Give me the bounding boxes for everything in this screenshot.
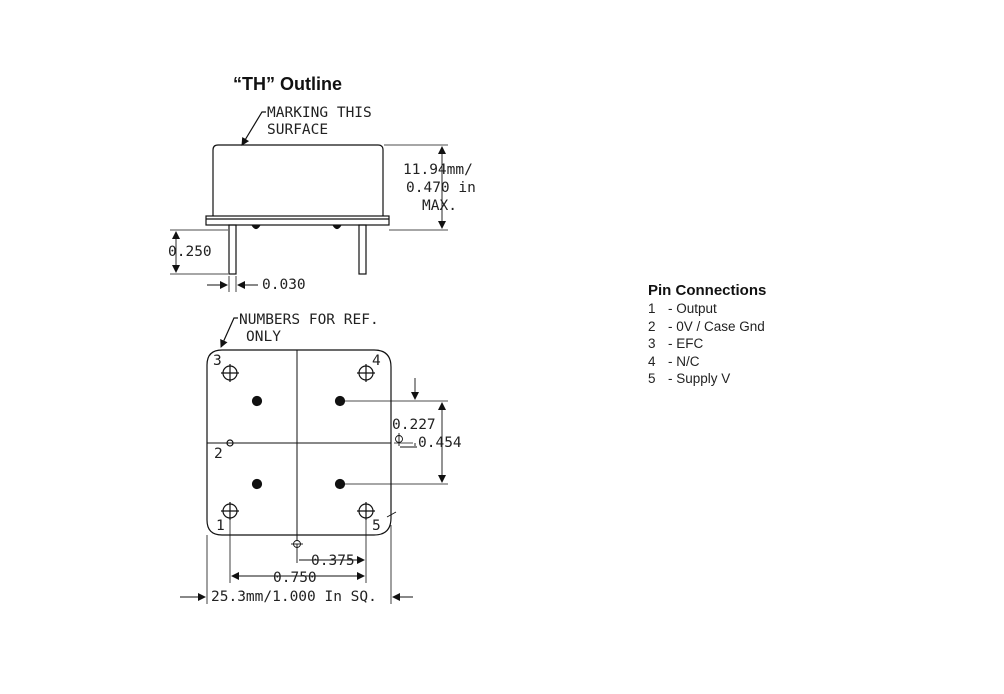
pin-number: 4: [648, 353, 656, 369]
pin-label-1: 1: [216, 518, 225, 534]
pin-connections-heading: Pin Connections: [648, 282, 767, 299]
dim-0375-label: 0.375: [311, 553, 355, 569]
pin-label-4: 4: [372, 353, 381, 369]
dim-0750-label: 0.750: [273, 570, 317, 586]
dim-overall-label: 25.3mm/1.000 In SQ.: [211, 589, 377, 605]
outline-title: “TH” Outline: [233, 74, 342, 94]
pin-description: - 0V / Case Gnd: [668, 318, 765, 334]
pin-1-mark: [221, 502, 239, 520]
note-leader: [220, 317, 238, 348]
lead-right: [358, 224, 367, 275]
pin-description: - EFC: [668, 336, 704, 351]
side-view: [170, 111, 448, 292]
pin-5-mark: [357, 502, 375, 520]
pin-description: - Supply V: [668, 371, 731, 386]
pin-number: 5: [648, 371, 656, 386]
note-label-2: ONLY: [246, 329, 281, 345]
pin-description: - Output: [668, 301, 717, 316]
marking-label-2: SURFACE: [267, 122, 328, 138]
pin-number: 3: [648, 336, 656, 351]
lead-dia-label: 0.030: [262, 277, 306, 293]
pin-2-mark: [226, 439, 234, 447]
pin-number: 2: [648, 318, 656, 334]
pin-row: 5 - Supply V: [648, 370, 766, 388]
pin-row: 1 - Output: [648, 300, 766, 318]
pin-description: - N/C: [668, 353, 700, 369]
pin-connections: Pin Connections 1 - Output 2 - 0V / Case G…: [648, 282, 766, 388]
pin-4-mark: [357, 364, 375, 382]
pin-label-5: 5: [372, 518, 381, 534]
oscillator-can: [212, 144, 384, 216]
lead-length-label: 0.250: [168, 244, 212, 260]
dim-0454-label: 0.454: [418, 435, 462, 451]
pin-number: 1: [648, 301, 656, 316]
height-label-2: 0.470 in: [406, 180, 476, 196]
pin-label-2: 2: [214, 446, 223, 462]
dim-0227-label: 0.227: [392, 417, 436, 433]
pin-row: 2 - 0V / Case Gnd: [648, 318, 766, 336]
base-flange: [205, 215, 390, 226]
pin-row: 4 - N/C: [648, 353, 766, 371]
top-view: [180, 317, 448, 604]
note-label-1: NUMBERS FOR REF.: [239, 312, 379, 328]
lead-left: [228, 224, 237, 275]
height-label-3: MAX.: [422, 198, 457, 214]
package-outline: [206, 349, 392, 536]
height-label-1: 11.94mm/: [403, 162, 473, 178]
pin-label-3: 3: [213, 353, 222, 369]
marking-label-1: MARKING THIS: [267, 105, 372, 121]
marking-leader: [241, 111, 266, 146]
pin-3-mark: [221, 364, 239, 382]
pin-row: 3 - EFC: [648, 335, 766, 353]
